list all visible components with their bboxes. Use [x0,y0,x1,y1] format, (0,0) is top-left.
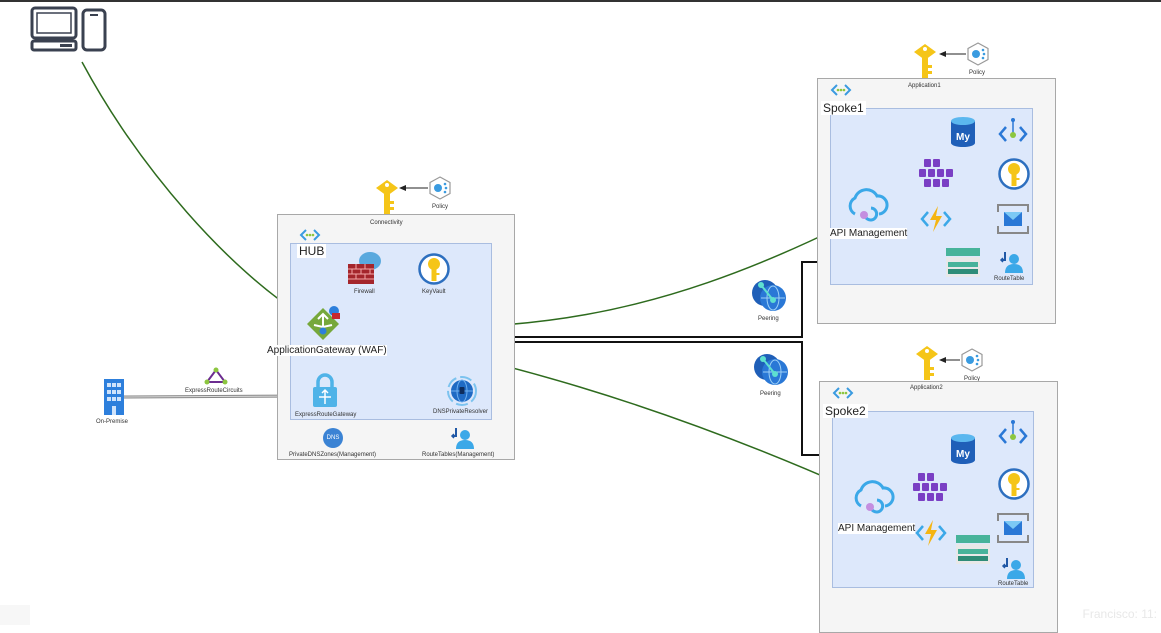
firewall-icon [348,252,381,284]
policy-icon [429,176,451,200]
application-insights-icon [997,513,1029,543]
private-dns-zones-label: PrivateDNSZones(Management) [289,452,377,458]
dns-private-resolver-icon [447,376,477,406]
mysql-icon: My [951,117,975,147]
spoke1-vnet [830,108,1033,285]
api-management-icon[interactable] [845,188,889,222]
vnet-icon [299,229,321,241]
api-connection-icon [998,420,1028,444]
spoke1-route-table-label: RouteTable [994,276,1025,282]
peering-icon-spoke2 [754,354,788,385]
application-insights-icon [997,204,1029,234]
firewall-label: Firewall [354,289,375,295]
subscription-key-icon [914,44,936,78]
desktop-and-mobile-icon [30,6,107,52]
policy-icon [967,42,989,66]
app-gateway-label: ApplicationGateway (WAF) [267,345,387,356]
express-route-gateway-label: ExpressRouteGateway [295,412,357,418]
peering-label-spoke2: Peering [760,391,781,397]
keyvault-icon [998,468,1030,500]
svg-text:My: My [956,449,970,460]
route-table-icon [1001,558,1025,579]
vnet-icon [832,387,854,399]
api-management-icon[interactable] [851,480,895,514]
storage-table-icon [956,535,990,564]
building-icon [104,379,124,415]
application-gateway-icon[interactable] [305,305,345,345]
function-app-icon [915,520,947,546]
keyvault-icon [418,253,450,285]
kubernetes-icon [913,473,947,501]
private-dns-zones-icon: DNS [323,428,343,448]
watermark-text: Francisco: 11: [1082,607,1157,621]
spoke1-api-management-label: API Management [830,228,908,239]
keyvault-icon [998,158,1030,190]
subscription-key-icon [376,180,398,214]
peering-label-spoke1: Peering [758,316,779,322]
route-tables-management-label: RouteTables(Management) [422,452,495,458]
spoke2-policy-label: Policy [964,376,981,382]
peering-icon-spoke1 [752,280,786,311]
spoke1-vnet-label: Spoke1 [821,101,866,115]
kubernetes-icon [919,159,953,187]
policy-icon [961,348,983,372]
svg-text:My: My [956,132,970,143]
express-route-circuits-label: ExpressRouteCircuits [185,388,243,394]
mysql-icon: My [951,434,975,464]
hub-policy-label: Policy [432,204,449,210]
keyvault-label: KeyVault [422,289,446,295]
route-table-icon [450,428,474,449]
storage-table-icon [946,248,980,277]
hub-vnet-label: HUB [297,244,327,258]
subscription-key-icon [916,346,938,380]
function-app-icon [920,206,952,232]
spoke2-api-management-label: API Management [838,523,916,534]
route-table-icon [999,252,1023,273]
spoke2-route-table-label: RouteTable [998,581,1029,587]
corner-overlay [0,605,30,625]
spoke1-policy-label: Policy [969,70,986,76]
express-route-gateway-icon [313,373,337,407]
vnet-icon [830,84,852,96]
peering-line-spoke2 [514,341,820,456]
window-top-border [0,0,1161,2]
spoke1-subscription-label: Application1 [908,83,941,89]
express-route-circuit-icon [204,367,228,385]
spoke2-vnet-label: Spoke2 [823,404,868,418]
on-premise-label: On-Premise [96,419,129,425]
spoke2-subscription-label: Application2 [910,385,943,391]
api-connection-icon [998,118,1028,142]
hub-subscription-label: Connectivity [370,220,403,226]
dns-private-resolver-label: DNSPrivateResolver [433,409,489,415]
flow-client-to-appgateway [81,61,305,317]
